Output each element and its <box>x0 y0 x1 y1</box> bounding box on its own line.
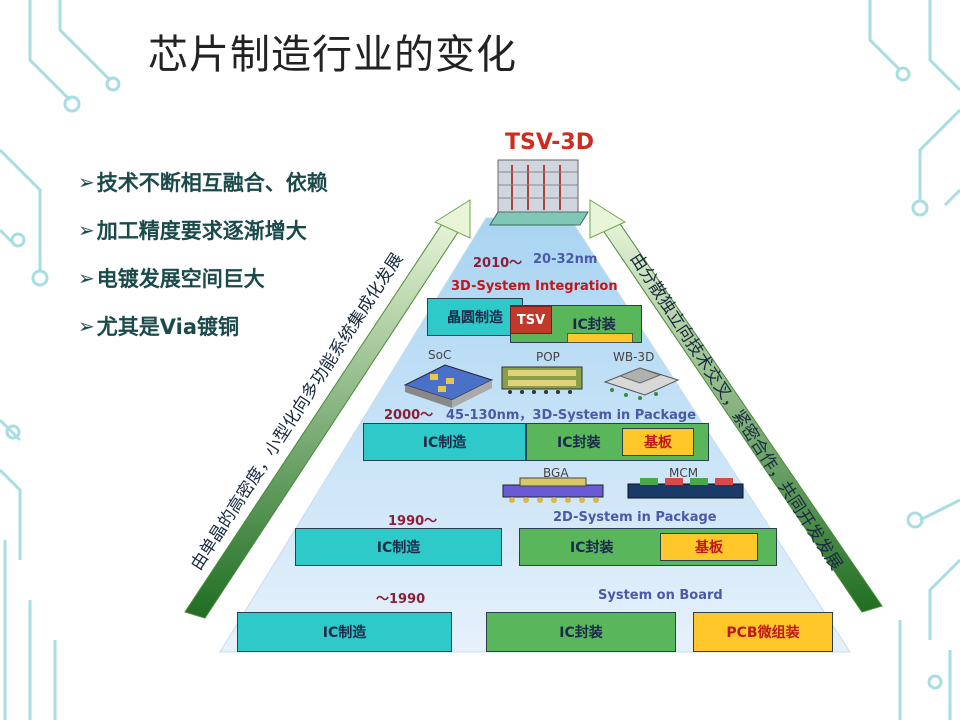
tier3-ic-make-box: IC制造 <box>363 423 526 461</box>
pop-chip-icon <box>501 366 583 394</box>
tier1-ic-pack-box: IC封装 <box>486 612 676 652</box>
tier2-era: 1990～ <box>388 514 438 529</box>
bga-chip-icon <box>502 477 604 503</box>
tsv-3d-title: TSV-3D <box>505 130 594 155</box>
bullet-list: ➢技术不断相互融合、依赖 ➢加工精度要求逐渐增大 ➢电镀发展空间巨大 ➢尤其是V… <box>78 158 328 350</box>
left-arrow <box>184 199 471 619</box>
tier1-ic-make-box: IC制造 <box>237 612 452 652</box>
bullet-item: ➢加工精度要求逐渐增大 <box>78 218 307 243</box>
tier4-nm: 20-32nm <box>533 252 598 267</box>
mcm-chip-icon <box>627 478 744 499</box>
tier1-pcb-box: PCB微组装 <box>693 612 833 652</box>
tsv-chip-stack-icon <box>489 159 589 226</box>
bullet-arrow-icon: ➢ <box>78 170 95 194</box>
soc-chip-icon <box>403 364 494 408</box>
bullet-arrow-icon: ➢ <box>78 266 95 290</box>
wb3d-label: WB-3D <box>613 350 655 364</box>
tier4-board-strip <box>567 333 633 343</box>
tier3-caption: 45-130nm，3D-System in Package <box>446 408 697 423</box>
tier2-ic-make-box: IC制造 <box>295 528 502 566</box>
tier2-caption: 2D-System in Package <box>553 510 717 525</box>
bullet-item: ➢技术不断相互融合、依赖 <box>78 170 328 195</box>
tier3-era: 2000～ <box>384 408 434 423</box>
tier4-tsv-box: TSV <box>510 306 552 334</box>
tier4-era: 2010～ <box>473 256 523 271</box>
tier2-board-box: 基板 <box>660 533 758 561</box>
pop-label: POP <box>536 350 560 364</box>
tier1-era: ～1990 <box>376 592 426 607</box>
bullet-arrow-icon: ➢ <box>78 218 95 242</box>
tier4-wafer-box: 晶圆制造 <box>427 298 523 336</box>
mcm-label: MCM <box>669 466 699 480</box>
bullet-item: ➢电镀发展空间巨大 <box>78 266 265 291</box>
tier3-board-box: 基板 <box>622 428 694 456</box>
bga-label: BGA <box>543 466 569 480</box>
tier1-caption: System on Board <box>598 588 723 603</box>
bullet-item: ➢尤其是Via镀铜 <box>78 314 240 339</box>
soc-label: SoC <box>428 348 452 362</box>
tier4-caption: 3D-System Integration <box>451 279 618 294</box>
bullet-arrow-icon: ➢ <box>78 314 95 338</box>
slide-title: 芯片制造行业的变化 <box>148 32 517 78</box>
right-arrow <box>589 199 883 613</box>
wb3d-chip-icon <box>603 367 680 400</box>
